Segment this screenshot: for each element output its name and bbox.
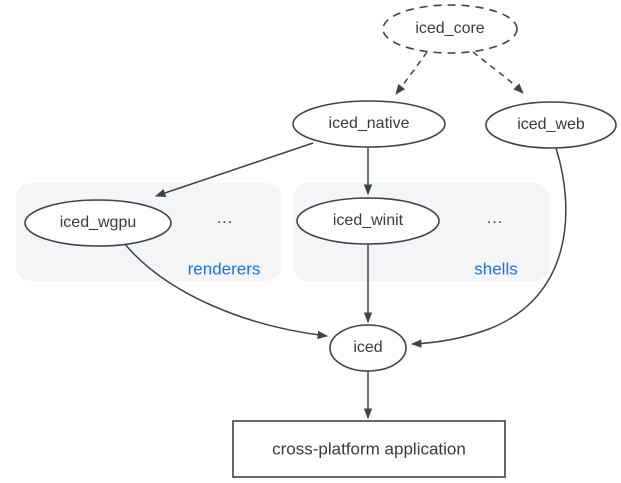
node-shape-iced_winit xyxy=(296,197,440,245)
node-label-app: cross-platform application xyxy=(272,439,466,459)
edge-iced_native-to-iced_wgpu xyxy=(155,142,314,197)
edge-iced_wgpu-to-iced xyxy=(123,242,329,340)
node-shape-iced_core xyxy=(382,4,518,54)
renderers-group-label: renderers xyxy=(187,259,261,279)
node-shape-iced_web xyxy=(485,101,617,149)
shells-group-label: shells xyxy=(474,259,518,279)
edge-iced_core-to-iced_native xyxy=(395,51,428,95)
node-shape-iced xyxy=(329,324,407,372)
node-label-iced_winit: iced_winit xyxy=(332,212,404,229)
node-shape-app xyxy=(232,420,506,478)
shells-ellipsis: ... xyxy=(486,210,504,227)
node-shape-iced_wgpu xyxy=(24,199,172,247)
node-label-iced_native: iced_native xyxy=(328,115,410,132)
renderers-ellipsis: ... xyxy=(216,210,234,227)
node-shape-iced_native xyxy=(292,100,446,148)
node-label-iced_wgpu: iced_wgpu xyxy=(59,214,137,231)
node-label-iced_web: iced_web xyxy=(517,116,585,133)
node-label-iced_core: iced_core xyxy=(415,20,485,37)
node-label-iced: iced xyxy=(353,339,383,356)
edge-iced_core-to-iced_web xyxy=(472,51,524,94)
edge-iced_web-to-iced xyxy=(410,147,567,348)
